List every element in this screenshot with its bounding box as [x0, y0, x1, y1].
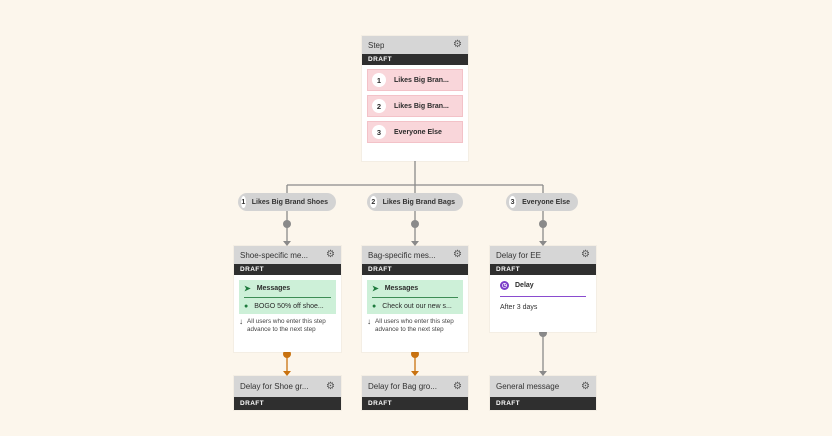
- card-header: Step ⚙: [362, 36, 468, 54]
- ee-delay-card[interactable]: Delay for EE ⚙ DRAFT ◷ Delay After 3 day…: [490, 246, 596, 332]
- variant-item[interactable]: 3 Everyone Else: [367, 121, 463, 143]
- draft-badge: DRAFT: [234, 397, 341, 410]
- card-title: Delay for Shoe gr...: [240, 382, 309, 391]
- card-title: Delay for Bag gro...: [368, 382, 437, 391]
- gear-icon[interactable]: ⚙: [326, 249, 335, 260]
- draft-badge: DRAFT: [362, 397, 468, 410]
- draft-badge: DRAFT: [362, 54, 468, 65]
- variant-item[interactable]: 1 Likes Big Bran...: [367, 69, 463, 91]
- delay-label: Delay: [515, 282, 534, 289]
- variant-item[interactable]: 2 Likes Big Bran...: [367, 95, 463, 117]
- branch-pill-bags[interactable]: 2 Likes Big Brand Bags: [367, 193, 463, 211]
- gear-icon[interactable]: ⚙: [581, 380, 590, 392]
- message-box[interactable]: ➤ Messages ● BOGO 50% off shoe...: [239, 280, 336, 314]
- delay-body: ◷ Delay After 3 days: [490, 275, 596, 311]
- message-preview: Check out our new s...: [382, 303, 452, 310]
- gear-icon[interactable]: ⚙: [581, 249, 590, 260]
- draft-badge: DRAFT: [490, 397, 596, 410]
- bag-message-card[interactable]: Bag-specific mes... ⚙ DRAFT ➤ Messages ●…: [362, 246, 468, 352]
- branch-number: 3: [509, 196, 517, 208]
- delay-value: After 3 days: [500, 304, 538, 311]
- variant-label: Likes Big Bran...: [394, 76, 449, 84]
- apple-icon: ●: [372, 303, 377, 310]
- arrow-down-icon: ↓: [239, 317, 243, 326]
- split-step-card[interactable]: Step ⚙ DRAFT 1 Likes Big Bran... 2 Likes…: [362, 36, 468, 161]
- card-header: Bag-specific mes... ⚙: [362, 246, 468, 264]
- branch-label: Everyone Else: [522, 198, 570, 206]
- card-title: Shoe-specific me...: [240, 250, 309, 260]
- channel-label: Messages: [256, 285, 291, 292]
- draft-badge: DRAFT: [234, 264, 341, 275]
- variant-label: Everyone Else: [394, 128, 442, 136]
- card-header: Shoe-specific me... ⚙: [234, 246, 341, 264]
- card-title: Delay for EE: [496, 250, 541, 260]
- card-header: Delay for Bag gro... ⚙: [362, 376, 468, 397]
- gear-icon[interactable]: ⚙: [326, 380, 335, 392]
- clock-icon: ◷: [500, 281, 509, 290]
- channel-label: Messages: [384, 285, 419, 292]
- shoe-delay-card[interactable]: Delay for Shoe gr... ⚙ DRAFT: [234, 376, 341, 410]
- advance-note-line: advance to the next step: [247, 326, 316, 333]
- branch-pill-shoes[interactable]: 1 Likes Big Brand Shoes: [238, 193, 336, 211]
- branch-number: 2: [370, 196, 377, 208]
- card-title: Step: [368, 40, 385, 50]
- message-preview: BOGO 50% off shoe...: [254, 303, 324, 310]
- draft-badge: DRAFT: [490, 264, 596, 275]
- channel-row: ➤ Messages: [244, 284, 331, 298]
- branch-number: 1: [241, 196, 246, 208]
- draft-badge: DRAFT: [362, 264, 468, 275]
- branch-pill-everyone-else[interactable]: 3 Everyone Else: [506, 193, 578, 211]
- gear-icon[interactable]: ⚙: [453, 249, 462, 260]
- advance-note-line: All users who enter this step: [247, 318, 326, 325]
- variant-number: 2: [372, 99, 386, 113]
- branch-label: Likes Big Brand Bags: [382, 198, 455, 206]
- channel-row: ➤ Messages: [372, 284, 458, 298]
- gear-icon[interactable]: ⚙: [453, 380, 462, 392]
- general-message-card[interactable]: General message ⚙ DRAFT: [490, 376, 596, 410]
- shoe-message-card[interactable]: Shoe-specific me... ⚙ DRAFT ➤ Messages ●…: [234, 246, 341, 352]
- branch-label: Likes Big Brand Shoes: [251, 198, 328, 206]
- card-header: General message ⚙: [490, 376, 596, 397]
- card-header: Delay for EE ⚙: [490, 246, 596, 264]
- message-row: ● Check out our new s...: [372, 298, 458, 310]
- delay-row: ◷ Delay: [500, 281, 586, 297]
- send-icon: ➤: [372, 284, 379, 293]
- apple-icon: ●: [244, 303, 249, 310]
- message-box[interactable]: ➤ Messages ● Check out our new s...: [367, 280, 463, 314]
- send-icon: ➤: [244, 284, 251, 293]
- advance-note-line: advance to the next step: [375, 326, 444, 333]
- card-title: Bag-specific mes...: [368, 250, 436, 260]
- card-header: Delay for Shoe gr... ⚙: [234, 376, 341, 397]
- card-title: General message: [496, 382, 560, 391]
- message-row: ● BOGO 50% off shoe...: [244, 298, 331, 310]
- arrow-down-icon: ↓: [367, 317, 371, 326]
- bag-delay-card[interactable]: Delay for Bag gro... ⚙ DRAFT: [362, 376, 468, 410]
- gear-icon[interactable]: ⚙: [453, 39, 462, 50]
- variant-number: 1: [372, 73, 386, 87]
- variant-label: Likes Big Bran...: [394, 102, 449, 110]
- variant-number: 3: [372, 125, 386, 139]
- advance-note-line: All users who enter this step: [375, 318, 454, 325]
